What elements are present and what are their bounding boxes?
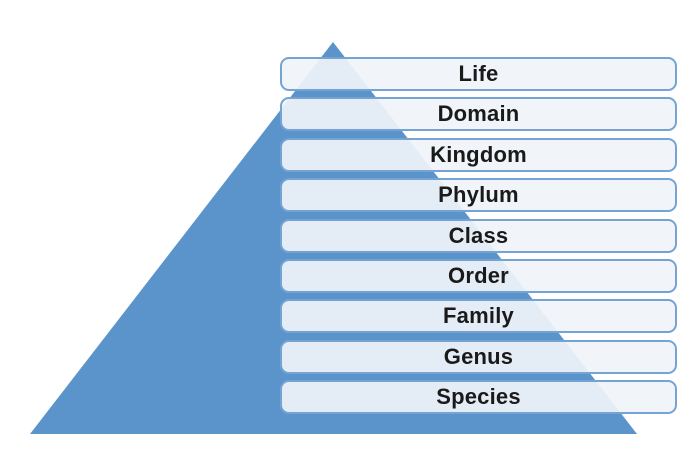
taxonomy-level-box-genus: Genus <box>280 340 677 374</box>
taxonomy-level-label: Species <box>436 384 521 409</box>
taxonomy-level-box-order: Order <box>280 259 677 293</box>
taxonomy-level-box-kingdom: Kingdom <box>280 138 677 172</box>
taxonomy-level-box-family: Family <box>280 299 677 333</box>
taxonomy-level-label: Order <box>448 263 509 288</box>
taxonomy-level-label: Phylum <box>438 182 519 207</box>
taxonomy-level-label: Kingdom <box>430 142 527 167</box>
taxonomy-level-label: Genus <box>443 344 514 369</box>
taxonomy-level-label: Life <box>458 61 499 86</box>
taxonomy-level-box-life: Life <box>280 57 677 91</box>
taxonomy-level-box-phylum: Phylum <box>280 178 677 212</box>
taxonomy-level-label: Class <box>448 223 509 248</box>
taxonomy-level-box-class: Class <box>280 219 677 253</box>
taxonomy-level-label: Family <box>443 303 514 328</box>
taxonomy-level-label: Domain <box>437 101 520 126</box>
taxonomy-level-box-domain: Domain <box>280 97 677 131</box>
taxonomy-level-box-species: Species <box>280 380 677 414</box>
